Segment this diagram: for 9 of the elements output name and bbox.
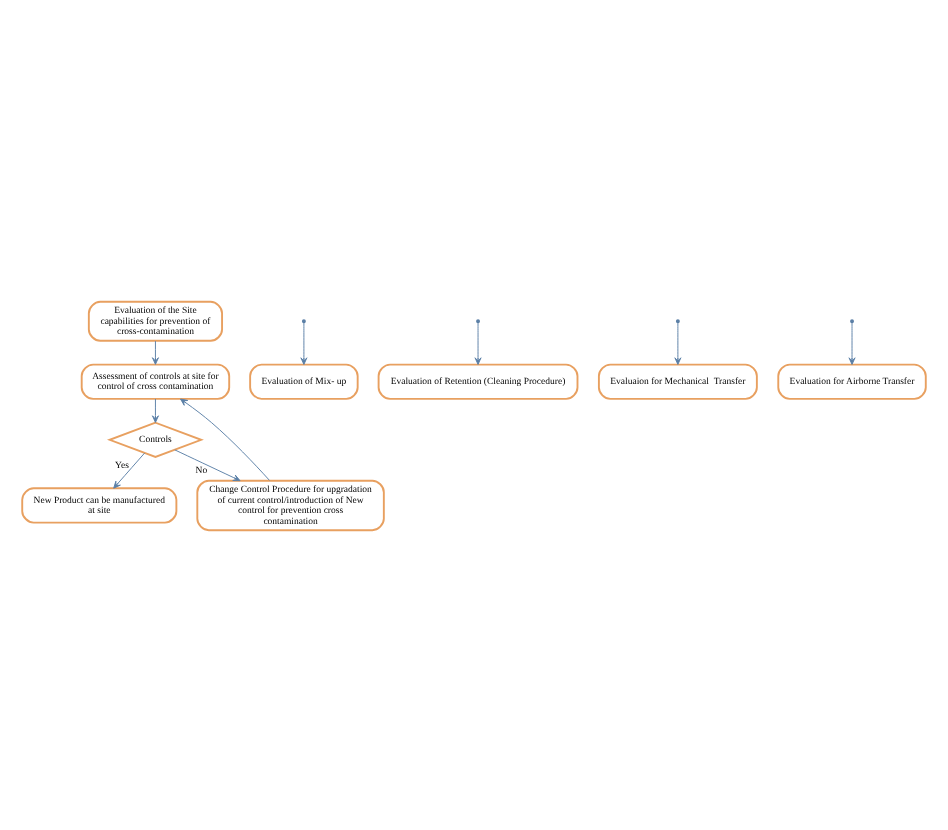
- arrow: [677, 320, 679, 358]
- arrow: [151, 397, 159, 422]
- arrow: [113, 451, 146, 488]
- arrow: [303, 320, 305, 358]
- arrow: [851, 320, 853, 358]
- arrow: [174, 448, 241, 481]
- arrow: [151, 339, 159, 364]
- arrow: [477, 320, 479, 358]
- arrow: [180, 397, 270, 480]
